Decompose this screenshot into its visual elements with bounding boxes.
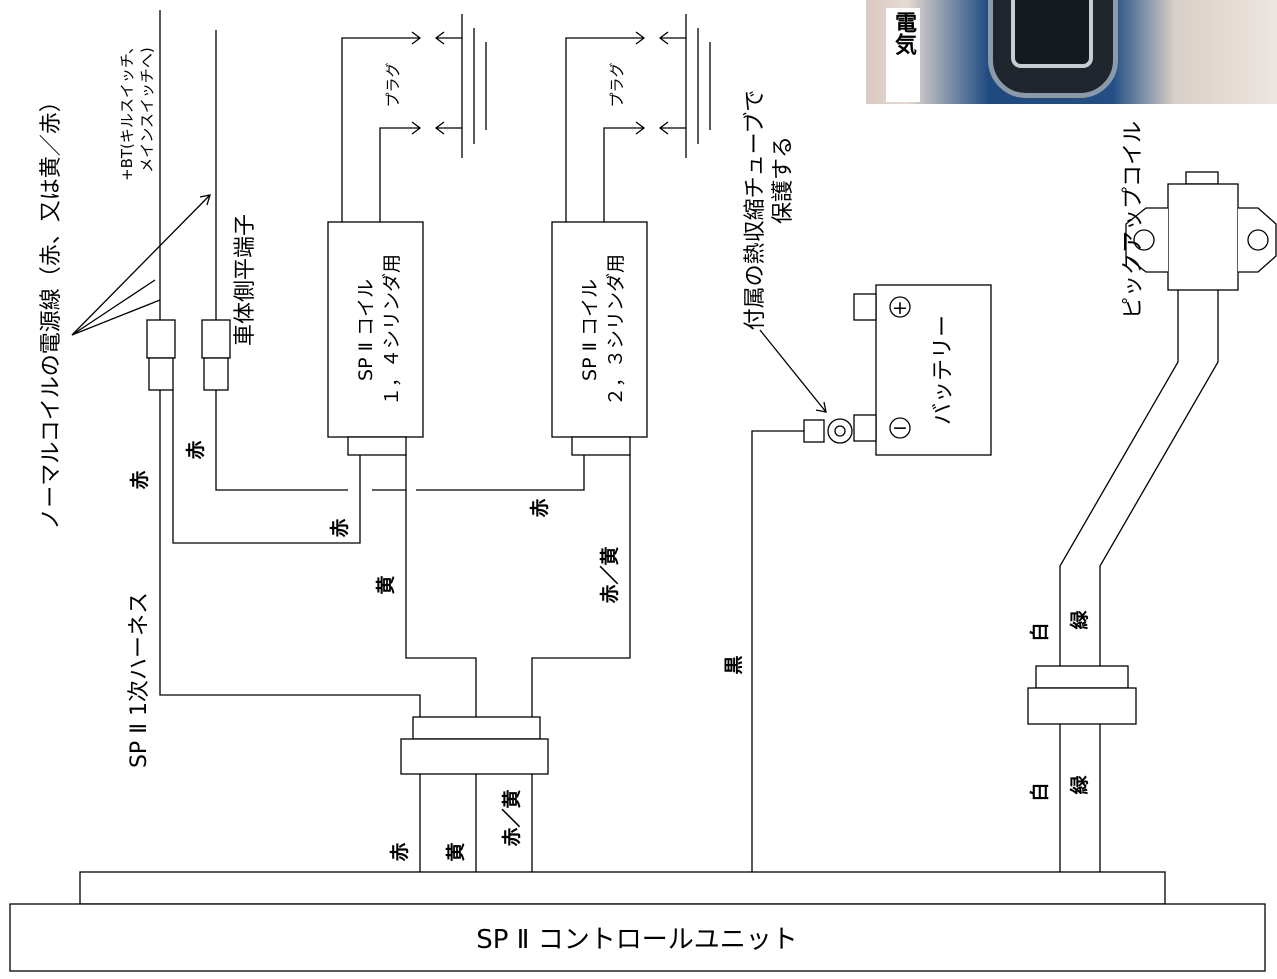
coil-1-plug-label: プラグ xyxy=(384,62,402,107)
wire-label-red-trunk: 赤 xyxy=(389,842,411,861)
coil-1-arrow-b xyxy=(411,121,422,135)
ring-terminal-hole xyxy=(834,425,846,437)
coil-2-arrow-b xyxy=(635,121,646,135)
control-unit-box xyxy=(9,903,1266,972)
coil-1-plug-wire-a xyxy=(341,37,420,222)
pickup-coil-left-ear xyxy=(1125,207,1168,273)
coil-2-label-line1: SP Ⅱ コイル xyxy=(579,279,601,381)
photo-caption: 電気 xyxy=(886,8,920,102)
pickup-coil-right-ear xyxy=(1238,207,1277,273)
bullet-connector-2-crimp xyxy=(203,357,229,391)
pointer-line-3 xyxy=(71,299,161,336)
harness-red-branch xyxy=(159,390,421,717)
coil-2-plug-wire-b xyxy=(603,127,644,222)
ring-terminal-sleeve xyxy=(803,419,825,443)
pickup-coil-label: ピックアップコイル xyxy=(1121,121,1146,319)
tube-label-line1: 付属の熱収縮チューブで xyxy=(743,90,768,331)
coil-1-label-line2: １，４シリンダ用 xyxy=(381,254,403,406)
coil-1-label-line1: SP Ⅱ コイル xyxy=(355,279,377,381)
pickup-wire-green-upper xyxy=(1099,290,1219,666)
bt-label-line1: +BT(キルスイッチ、 xyxy=(118,39,136,181)
battery-minus-post xyxy=(853,414,877,442)
wire-label-red-coil2: 赤 xyxy=(529,498,551,517)
battery-box xyxy=(875,284,992,456)
wire-label-red-yellow: 赤／黄 xyxy=(598,546,621,603)
pickup-connector-top xyxy=(1035,665,1129,689)
ring-terminal xyxy=(827,418,853,444)
coil-1-arrow-a xyxy=(411,31,422,45)
bullet-connector-1-crimp xyxy=(148,357,174,391)
wire-label-white-upper: 白 xyxy=(1028,622,1051,641)
wire-label-red-yellow-trunk: 赤／黄 xyxy=(500,789,523,846)
battery-minus-sign: − xyxy=(892,417,908,439)
plug-1-arrow-a xyxy=(434,31,445,45)
tube-pointer-arrow xyxy=(815,401,827,413)
battery-plus-sign: + xyxy=(892,297,908,319)
coil-2-label-line2: ２，３シリンダ用 xyxy=(605,254,627,406)
battery-minus-icon xyxy=(889,417,911,439)
harness-red-yellow-branch xyxy=(531,455,631,717)
pickup-coil-right-hole xyxy=(1247,229,1269,251)
bullet-connector-1 xyxy=(146,319,176,359)
wire-label-black: 黒 xyxy=(723,655,745,674)
pointer-line-2 xyxy=(71,194,211,336)
red-wire-coil-a xyxy=(215,390,348,491)
pointer-line-1 xyxy=(71,279,156,336)
tube-label-line2: 保護する xyxy=(771,136,796,224)
pickup-wire-white-upper xyxy=(1059,290,1179,666)
wire-label-red-coil1: 赤 xyxy=(329,518,351,537)
normal-coil-label: ノーマルコイルの電源線（赤、又は黄／赤） xyxy=(39,90,64,530)
connector-socket-image xyxy=(1011,0,1093,68)
red-wire-coil-b xyxy=(416,455,585,491)
harness-connector-body xyxy=(400,738,549,775)
pointer-arrowhead xyxy=(199,194,211,206)
wire-label-red-vehicle: 赤 xyxy=(185,440,207,459)
wire-label-white-lower: 白 xyxy=(1028,782,1051,801)
control-unit-label: SP Ⅱ コントロールユニット xyxy=(476,925,798,955)
wire-label-yellow: 黄 xyxy=(374,575,397,594)
wire-label-red-harness: 赤 xyxy=(129,470,151,489)
battery-plus-post xyxy=(853,293,877,321)
wire-label-green-lower: 緑 xyxy=(1068,775,1091,795)
coil-1-plug-wire-b xyxy=(379,127,420,222)
coil-1-connector xyxy=(347,436,407,456)
bt-label-line2: メインスイッチへ) xyxy=(138,47,156,173)
bullet-connector-2 xyxy=(201,319,231,359)
pickup-coil-cap xyxy=(1185,171,1219,185)
coil-2-box xyxy=(551,221,648,438)
wire-label-green-upper: 緑 xyxy=(1068,610,1091,630)
battery-plus-icon xyxy=(889,296,911,318)
red-wire-coil-c xyxy=(172,390,361,544)
harness-connector-top xyxy=(412,716,541,740)
coil-2-arrow-a xyxy=(635,31,646,45)
vehicle-terminal-label: 車体側平端子 xyxy=(233,214,258,346)
coil-2-connector xyxy=(571,436,631,456)
black-ground-wire xyxy=(751,430,804,872)
pickup-coil-body xyxy=(1167,183,1239,291)
wire-label-yellow-trunk: 黄 xyxy=(444,842,467,861)
battery-label: バッテリー xyxy=(931,315,956,425)
coil-2-plug-wire-a xyxy=(565,37,644,222)
plug-2-arrow-b xyxy=(658,121,669,135)
pickup-connector-body xyxy=(1027,687,1137,725)
harness-yellow-branch xyxy=(405,455,477,717)
plug-2-arrow-a xyxy=(658,31,669,45)
tube-pointer-line xyxy=(759,329,827,413)
coil-1-box xyxy=(327,221,424,438)
pickup-coil-left-hole xyxy=(1133,229,1155,251)
plug-1-arrow-b xyxy=(434,121,445,135)
harness-label: SP Ⅱ 1次ハーネス xyxy=(127,592,152,768)
control-unit-top-bar xyxy=(79,871,1166,905)
connector-photo: 電気 xyxy=(866,0,1277,104)
coil-2-plug-label: プラグ xyxy=(608,62,626,107)
